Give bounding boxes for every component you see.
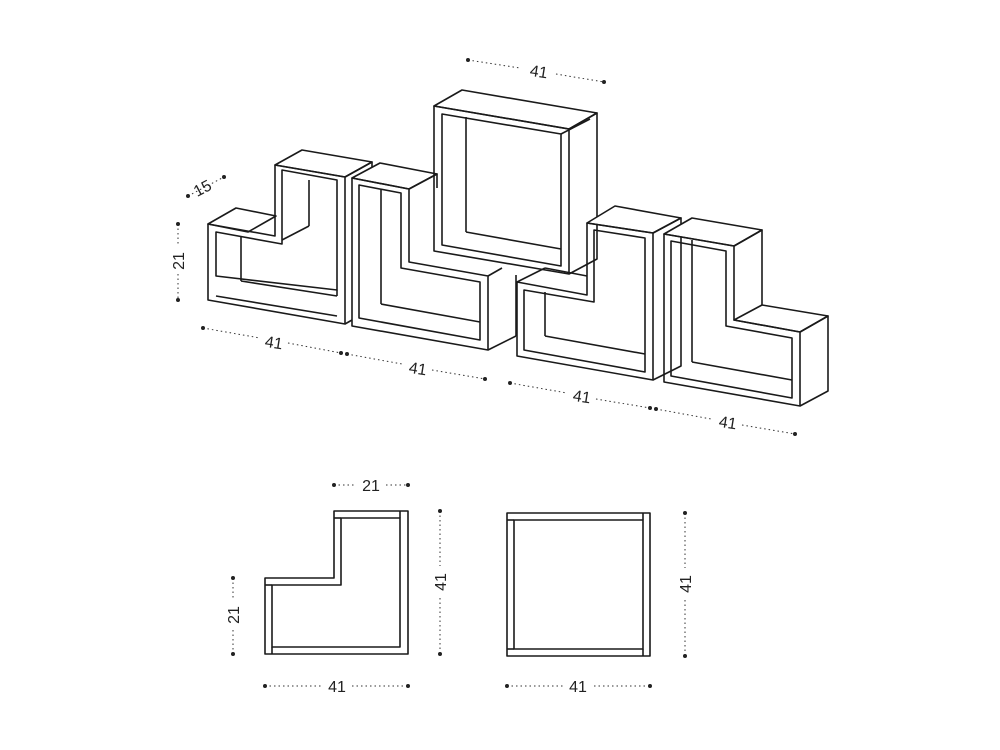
square-front-view: 41 41	[505, 511, 695, 696]
dim-label-height: 21	[171, 252, 188, 270]
shelf-l-1	[207, 149, 373, 325]
dim-label-width-4: 41	[718, 414, 738, 434]
dimension-lines-3d	[176, 58, 797, 436]
dim-label-top-width: 41	[529, 63, 549, 83]
dim-label-width-3: 41	[572, 388, 592, 408]
dim-label-depth: 15	[191, 177, 215, 200]
shelf-l-2	[351, 162, 517, 351]
dim-label-l-height-full: 41	[433, 573, 450, 591]
shelf-square-top	[433, 89, 598, 275]
dim-label-l-height-low: 21	[226, 606, 243, 624]
shelf-l-4	[663, 217, 829, 407]
dim-label-l-width: 41	[328, 679, 346, 696]
dim-label-square-width: 41	[569, 679, 587, 696]
assembly-3d: 41 15 21 41 41 41 41	[171, 58, 829, 436]
dim-label-square-height: 41	[678, 575, 695, 593]
dim-label-width-1: 41	[264, 334, 284, 354]
l-shape-front-view: 21 41 21 41	[226, 478, 450, 696]
shelf-l-3	[516, 205, 682, 381]
dim-label-l-top-width: 21	[362, 478, 380, 495]
dim-label-width-2: 41	[408, 360, 428, 380]
